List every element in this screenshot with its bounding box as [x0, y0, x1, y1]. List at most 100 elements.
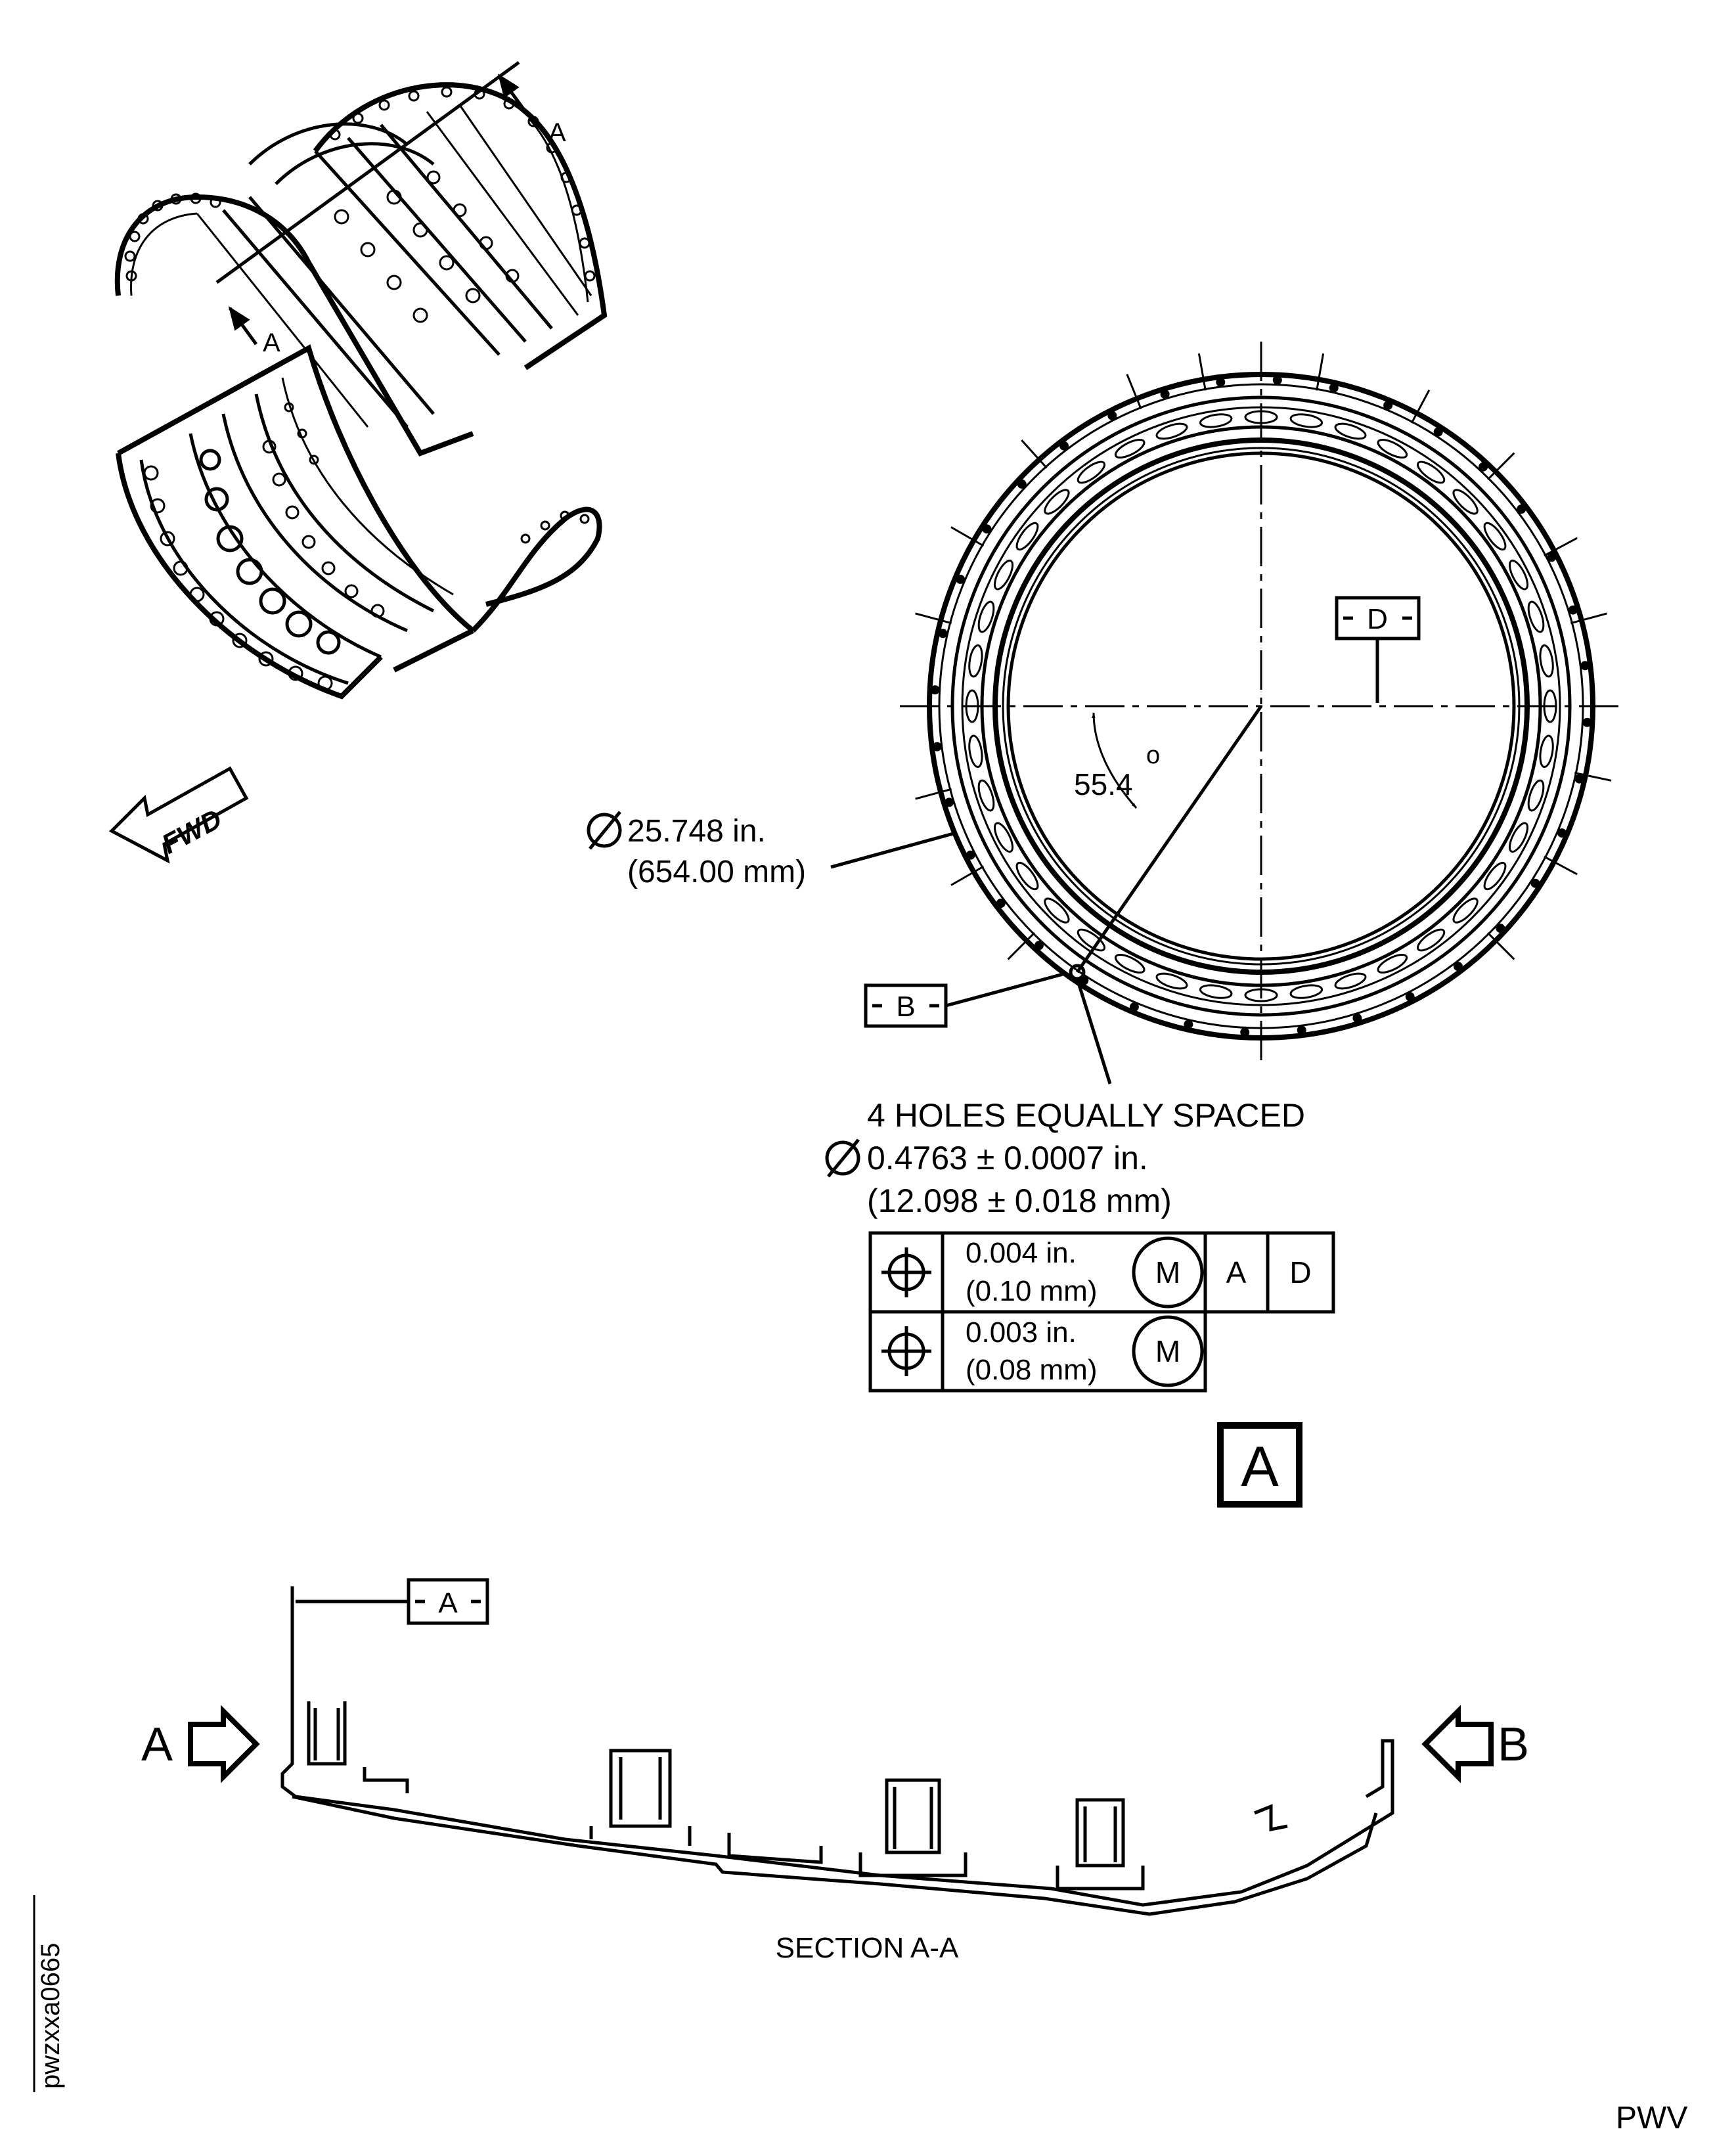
drawing-id: pwzxxa0665	[36, 1943, 65, 2089]
ring-slot	[1508, 822, 1529, 853]
lower-shell-holes	[143, 402, 590, 691]
ring-bolt-hole	[966, 850, 975, 860]
ring-slot	[1289, 413, 1324, 428]
hole-callout: 4 HOLES EQUALLY SPACED 0.4763 ± 0.0007 i…	[825, 964, 1305, 1219]
ring-slot	[1483, 522, 1507, 551]
ring-bolt-hole	[1530, 878, 1540, 888]
hole-diameter-in: 0.4763 ± 0.0007 in.	[867, 1140, 1148, 1176]
datum-d: D	[1335, 596, 1421, 704]
ring-bolt-hole	[1405, 992, 1415, 1002]
view-label: A	[1217, 1422, 1302, 1508]
ring-tick	[915, 612, 952, 625]
ring-slot	[1044, 897, 1070, 924]
ring-tick	[1487, 932, 1515, 960]
hole-diameter-mm: (12.098 ± 0.018 mm)	[867, 1182, 1172, 1219]
datum-b: B	[864, 972, 1066, 1028]
view-arrow-a: A	[141, 1705, 260, 1783]
ring-slot	[1044, 489, 1070, 515]
datum-d-label: D	[1367, 603, 1388, 635]
ring-slot	[1416, 460, 1446, 484]
view-a: 55.4 o D 25.748 in. (654.00 mm) B	[587, 342, 1626, 1508]
ring-bolt-hole	[945, 797, 954, 807]
ring-slot	[993, 559, 1014, 591]
fwd-label: FWD	[157, 803, 227, 859]
ring-slot	[1244, 988, 1278, 1002]
view-arrow-a-label: A	[141, 1718, 173, 1771]
ring-bolt-hole	[932, 742, 942, 751]
ring-bolt-hole	[1216, 377, 1226, 387]
view-label-text: A	[1241, 1435, 1279, 1498]
ring-slot	[1527, 600, 1545, 633]
ring-bolt-hole	[1547, 552, 1557, 562]
drawing-code: PWV	[1616, 2101, 1687, 2136]
ring-tick	[915, 788, 952, 800]
ring-bolt-hole	[1574, 774, 1584, 784]
ring-tick	[1126, 374, 1142, 410]
angle-value: 55.4	[1074, 767, 1133, 801]
ring-tick	[1021, 439, 1048, 469]
ring-diameter-in: 25.748 in.	[627, 814, 766, 849]
fcf-tol-in-2: 0.003 in.	[966, 1316, 1077, 1349]
fcf-tol-in-1: 0.004 in.	[966, 1237, 1077, 1269]
ring-tick	[1007, 932, 1035, 960]
lower-shell	[116, 344, 602, 700]
ring-bolt-hole	[1034, 941, 1044, 951]
ring-tick	[1544, 855, 1578, 876]
ring-slot	[1289, 984, 1324, 999]
ring-bolt-hole	[1582, 717, 1592, 727]
datum-a: A	[290, 1578, 489, 1701]
ring-slot	[1527, 779, 1545, 812]
ring-slot	[1483, 861, 1507, 891]
ring-bolt-hole	[938, 629, 948, 638]
ring-bolt-hole	[1352, 1013, 1362, 1023]
fcf-tol-mm-2: (0.08 mm)	[966, 1354, 1097, 1386]
ring-slot	[1015, 861, 1039, 891]
ring	[927, 372, 1595, 1041]
ring-slot	[1155, 422, 1188, 440]
ring-slot	[1508, 559, 1529, 591]
ring-slot	[993, 822, 1014, 853]
section-a-a: A A B SECTI	[141, 1578, 1529, 1964]
section-mark-upper: A	[548, 118, 566, 147]
ring-bolt-hole	[1297, 1025, 1306, 1035]
ring-bolt-hole	[996, 899, 1006, 908]
degree-symbol: o	[1146, 742, 1160, 769]
ring-slot	[1416, 928, 1446, 952]
ring-bolt-hole	[1383, 401, 1393, 411]
ring-tick	[1316, 353, 1325, 391]
ring-slot	[1077, 928, 1106, 952]
ring-bolt-hole	[1272, 375, 1282, 385]
datum-b-label: B	[896, 991, 915, 1023]
ring-bolt-hole	[1454, 962, 1463, 972]
ring-slot	[1377, 953, 1408, 974]
ring-bolt-hole	[930, 685, 940, 695]
ring-tick	[1570, 612, 1607, 625]
ring-slot	[1015, 522, 1039, 551]
ring-bolt-hole	[1568, 605, 1578, 615]
ring-slot	[1199, 413, 1233, 428]
ring-tick	[1544, 537, 1578, 557]
fcf-modifier-2: M	[1155, 1334, 1180, 1368]
ring-slot	[1334, 972, 1367, 990]
fcf-datum-2: D	[1289, 1255, 1311, 1289]
ring-tick	[1410, 390, 1431, 424]
ring-ticks	[915, 353, 1612, 960]
ring-bolt-hole	[982, 524, 992, 534]
position-icon	[881, 1247, 931, 1297]
ring-slot	[1114, 953, 1146, 974]
ring-tick	[1574, 772, 1612, 782]
ring-bolt-hole	[1107, 411, 1117, 420]
ring-bolt-hole	[1517, 504, 1526, 514]
holes-note: 4 HOLES EQUALLY SPACED	[867, 1097, 1305, 1134]
ring-slot	[1334, 422, 1367, 440]
ring-bolt-hole	[956, 574, 966, 584]
fcf-datum-1: A	[1226, 1255, 1247, 1289]
ring-slot	[1452, 489, 1479, 515]
ring-bolt-hole	[1240, 1027, 1250, 1037]
ring-slot	[1155, 972, 1188, 990]
ring-tick	[950, 865, 985, 886]
ring-bolt-hole	[1479, 462, 1488, 472]
section-profile	[280, 1701, 1394, 1916]
ring-slot	[1114, 438, 1146, 459]
view-arrow-b: B	[1421, 1705, 1529, 1783]
